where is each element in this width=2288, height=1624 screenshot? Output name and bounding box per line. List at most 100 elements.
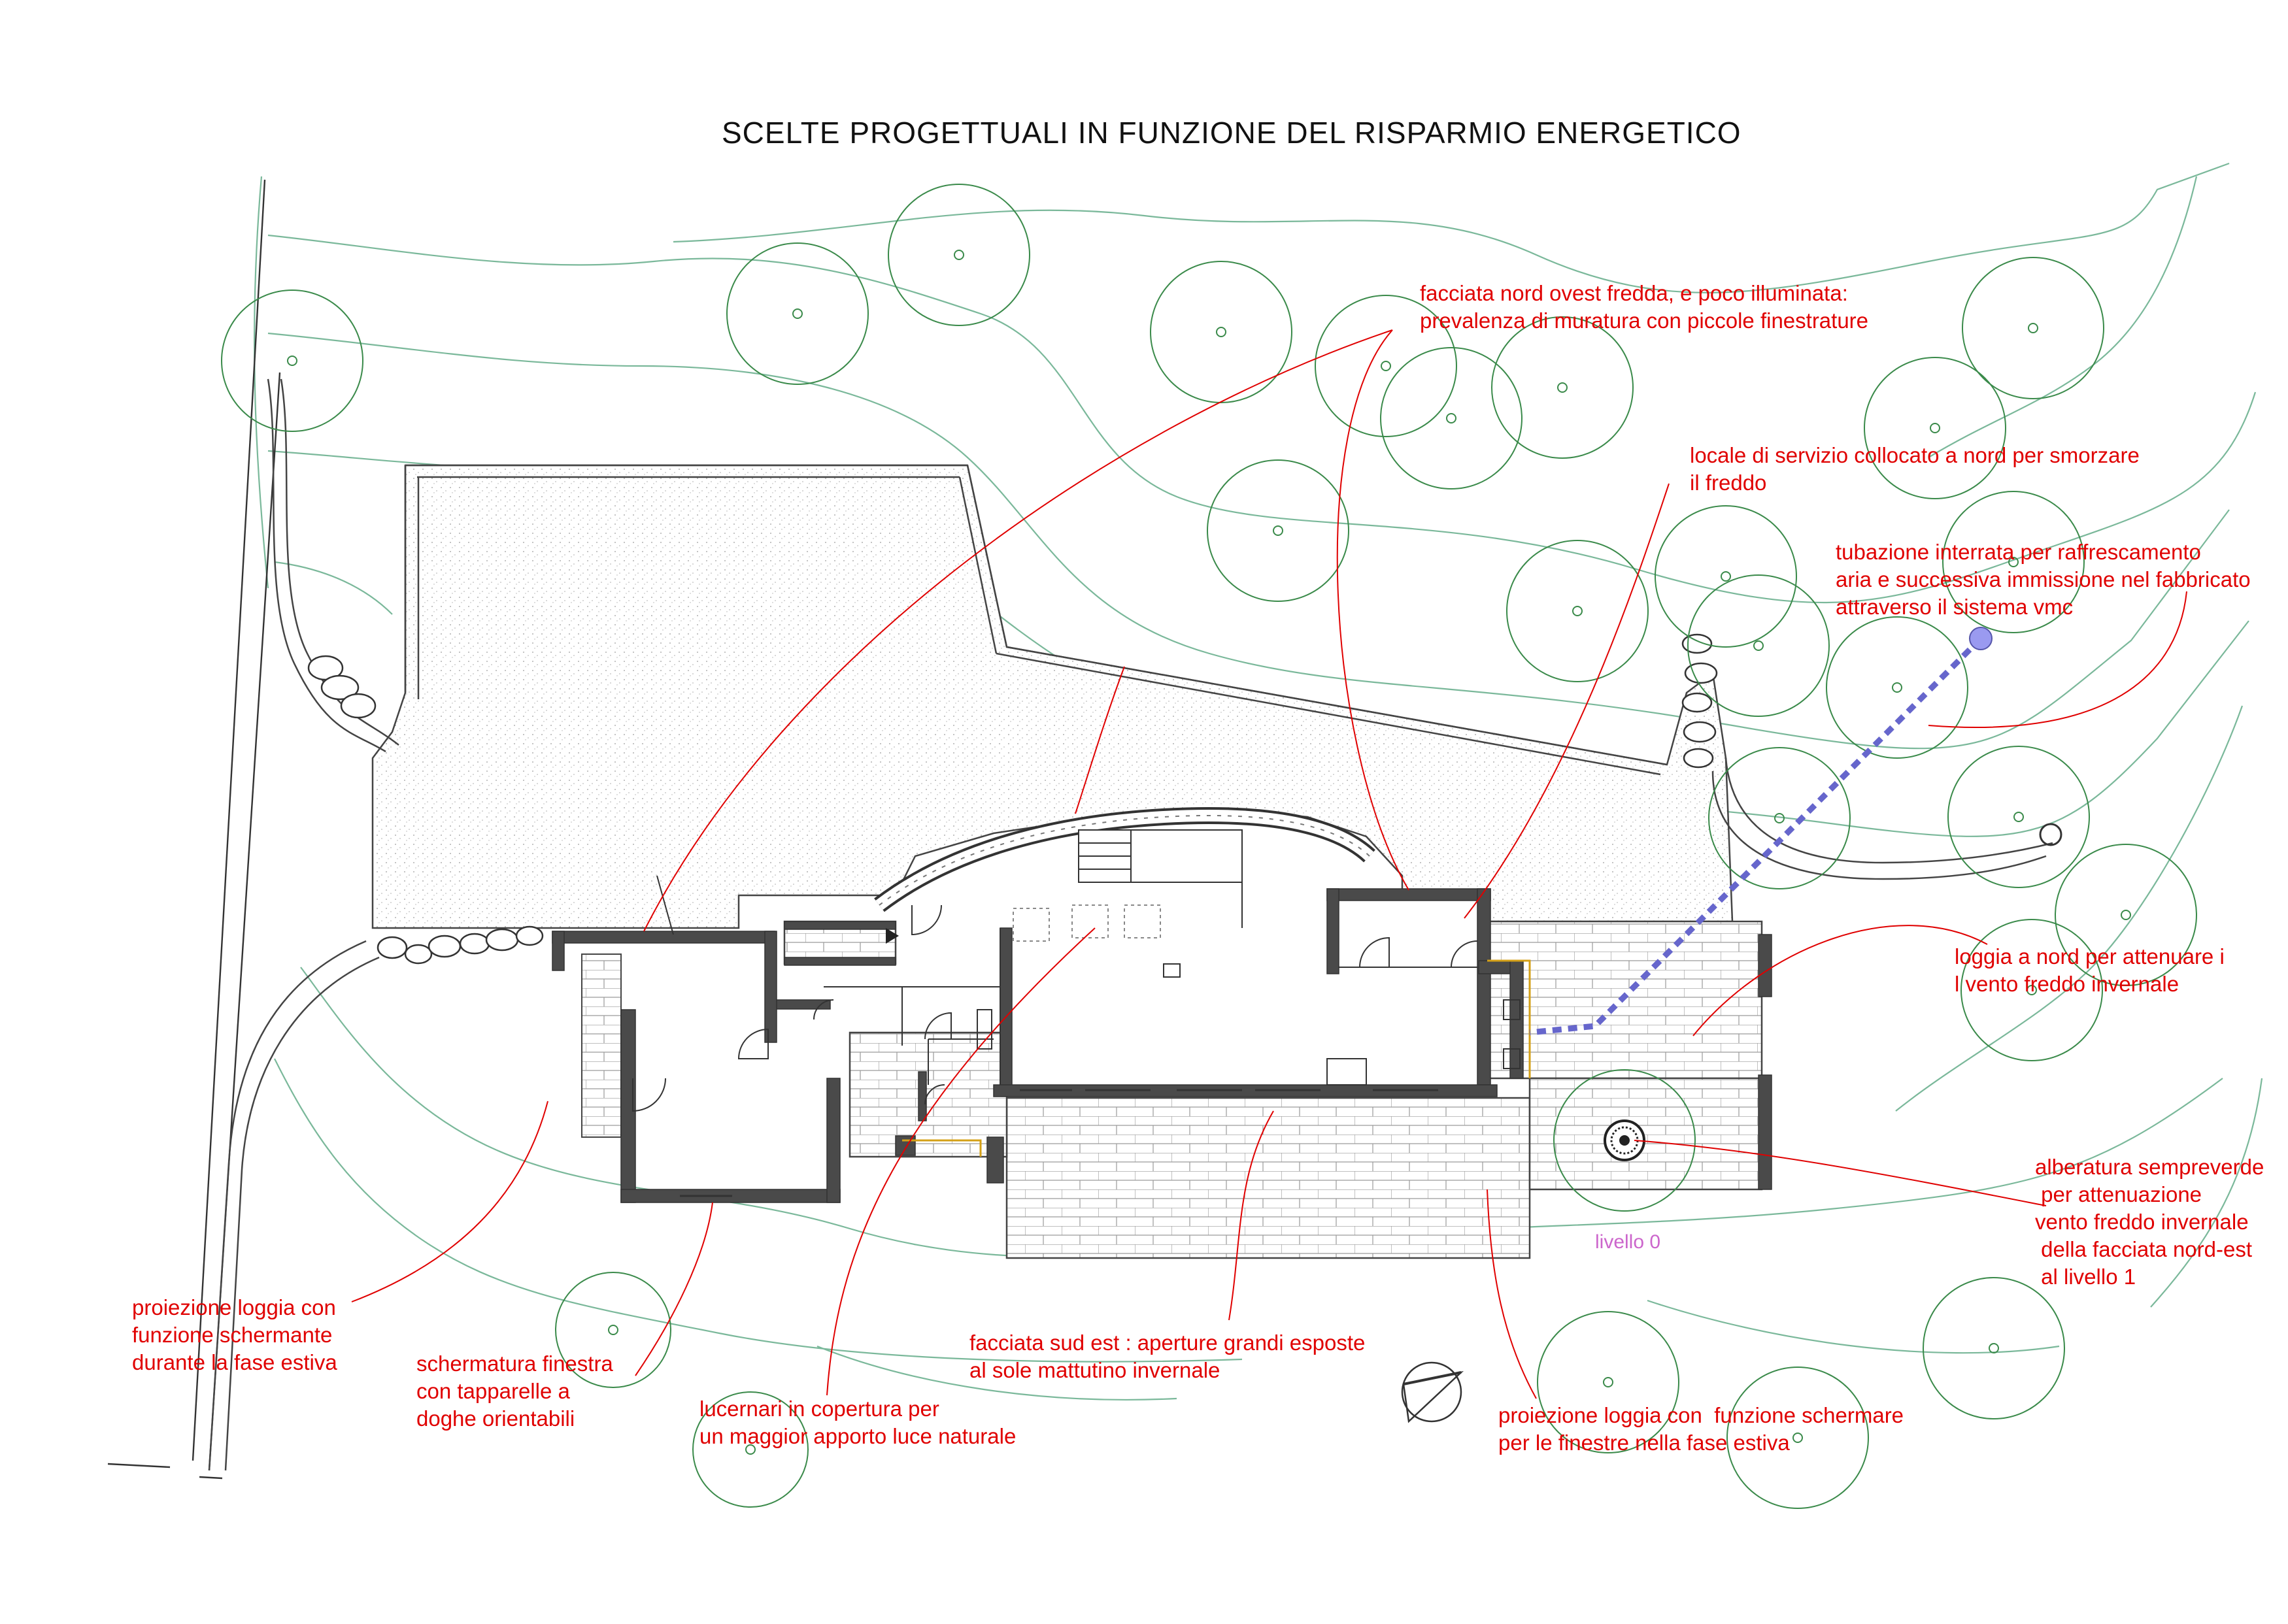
retaining-wall [404,464,1668,776]
contour-line [267,234,2257,604]
wall [1000,927,1013,1092]
door-swing-icon [911,904,942,936]
tree-icon [2055,844,2197,986]
tree-icon [1960,919,2103,1061]
wall-arc [280,378,399,746]
contour-line [816,1345,1177,1400]
wall [1477,888,1491,1085]
wall [784,921,896,930]
tree-icon [1826,616,1968,759]
leader-line [1692,925,1988,1036]
annotation-line: al sole mattutino invernale [969,1358,1220,1382]
buried-pipe [1529,627,1993,1036]
annotation-line: il freddo [1690,471,1767,495]
annotation-line: alberatura sempreverde [2035,1155,2264,1179]
wall-arc [1711,771,2047,880]
tree-icon [692,1391,809,1508]
leader-line [1075,666,1125,814]
skylights [1013,904,1161,942]
rock [404,944,433,965]
boundary-line [199,1476,223,1480]
tree-icon [888,184,1030,326]
leader-line [351,1101,548,1302]
rock [377,936,408,959]
annotation-line: aria e successiva immissione nel fabbric… [1836,567,2251,591]
interior-lines [824,882,1521,1085]
wall [1478,960,1512,974]
east-terrace-paving [1528,1077,1763,1191]
annotation-line: tubazione interrata per raffrescamento [1836,540,2201,564]
stair-block [1130,829,1243,883]
leader-line [1464,483,1670,919]
wall-arc [208,940,367,1471]
door-swing-icon [924,1012,952,1040]
skylight-icon [1013,908,1050,942]
rock [320,674,360,701]
north-arrow-icon [1401,1361,1464,1423]
wall [552,931,565,971]
rock [1683,721,1717,743]
annotation-line: attraverso il sistema vmc [1836,595,2074,619]
contour-line [274,1058,1243,1363]
trees [221,184,2197,1509]
contour-line [253,176,269,589]
evergreen-tree [1604,1119,1645,1161]
wall [993,1084,1498,1097]
leader-line [1928,591,2187,728]
fixture [1326,1058,1367,1085]
stairs [1078,829,1243,883]
wall [1326,888,1339,974]
annotation-line: facciata nord ovest fredda, e poco illum… [1420,281,1848,305]
level-label: livello 0 [1595,1231,1661,1253]
annotation-line: proiezione loggia con [132,1295,336,1319]
annotation-line: proiezione loggia con funzione schermare [1498,1403,1904,1427]
door-swing-icon [632,1078,666,1112]
wall [895,1135,916,1156]
annotation-line: della facciata nord-est [2035,1237,2253,1261]
rocks [307,633,1718,965]
door-swings [632,875,1478,1112]
contour-line [274,561,393,615]
annotation-line: doghe orientabili [416,1406,575,1431]
annotation-nw-facade: facciata nord ovest fredda, e poco illum… [1420,280,1868,335]
tree-icon [1726,1367,1869,1509]
tree-icon [1655,505,1797,648]
contour-line [1895,705,2244,1112]
leader-line [1336,329,1409,891]
leader-line [643,329,1393,932]
south-terrace-paving [1005,1097,1531,1259]
annotation-loggia-summer: proiezione loggia con funzione schermant… [132,1294,337,1376]
wall-arc [224,956,380,1471]
annotation-line: al livello 1 [2035,1265,2136,1289]
tree-icon [1537,1311,1679,1453]
door-swing-icon [737,1028,769,1059]
wall [986,1136,1004,1184]
annotation-line: con tapparelle a [416,1379,570,1403]
tree-icon [1923,1277,2065,1419]
annotation-north-loggia: loggia a nord per attenuare i l vento fr… [1955,943,2225,998]
wall-arc [1724,757,2053,864]
door-swing-icon [1359,936,1390,968]
thresholds [902,959,1531,1157]
wall [784,957,896,966]
wall [1758,1074,1772,1190]
annotation-line: loggia a nord per attenuare i [1955,944,2225,969]
door-swing-icon [656,875,674,935]
annotation-skylights: lucernari in copertura per un maggior ap… [699,1395,1016,1450]
contour-line [2150,1078,2263,1308]
tree-icon [1207,459,1349,602]
annotation-line: l vento freddo invernale [1955,972,2179,996]
wall [776,999,831,1010]
wall [1326,888,1491,901]
annotation-evergreen: alberatura sempreverde per attenuazione … [2035,1153,2264,1291]
annotation-line: schermatura finestra [416,1351,613,1376]
annotation-line: facciata sud est : aperture grandi espos… [969,1331,1366,1355]
door-swing-icon [1451,940,1478,968]
leader-lines [351,329,2187,1399]
fixture [977,1009,992,1050]
annotation-buried-pipe: tubazione interrata per raffrescamento a… [1836,539,2251,621]
tree-icon [221,290,363,432]
annotation-line: per attenuazione [2035,1182,2202,1206]
tree-icon [1947,746,2090,888]
